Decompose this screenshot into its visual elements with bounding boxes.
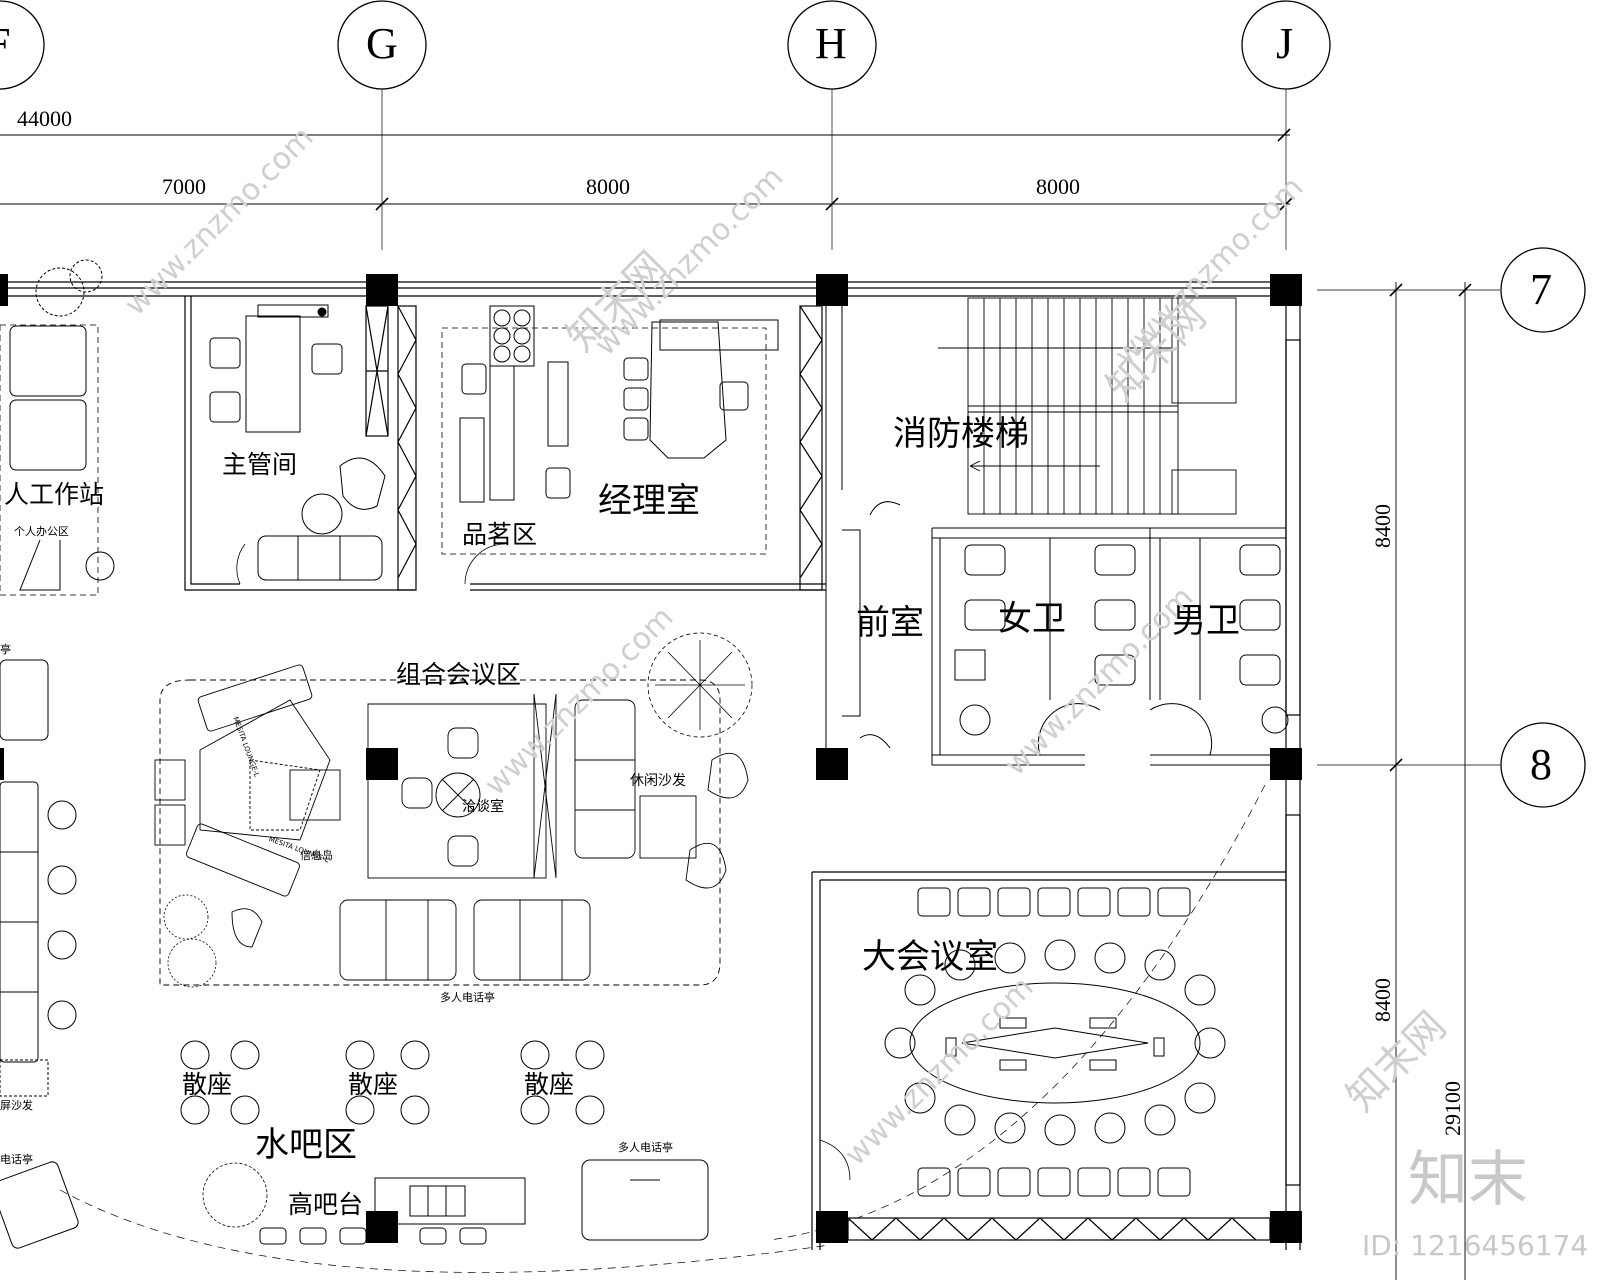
casual-seats [59, 784, 1266, 1273]
left-seating [0, 659, 79, 1249]
label-water-bar: 水吧区 [255, 1125, 357, 1165]
dim-side-total: 29100 [1440, 1081, 1465, 1136]
label-private-office: 个人办公区 [14, 525, 69, 538]
label-anteroom: 前室 [856, 603, 924, 643]
dim-side-2: 8400 [1370, 978, 1395, 1022]
dim-bay-2: 8000 [586, 174, 630, 199]
label-negotiation-room: 洽谈室 [462, 799, 504, 815]
fire-stair [938, 297, 1237, 515]
label-supervisor-room: 主管间 [222, 450, 298, 479]
label-mens-wc: 男卫 [1172, 601, 1240, 641]
grid-axis-8: 8 [1530, 740, 1552, 789]
office-partitions [184, 296, 826, 591]
watermark-id: ID: 1216456174 [1362, 1229, 1589, 1262]
label-casual-seat-3: 散座 [524, 1070, 575, 1099]
label-womens-wc: 女卫 [998, 599, 1066, 639]
label-phone-booth-partial-2: 电话亭 [0, 1153, 33, 1166]
grid-axis-7: 7 [1530, 265, 1552, 314]
label-high-bar: 高吧台 [288, 1190, 364, 1219]
grid-bubbles [0, 0, 1586, 808]
columns [0, 274, 1302, 1243]
meeting-room-walls [811, 871, 1286, 1250]
label-phone-booth-partial-1: 亭 [0, 643, 11, 656]
dimension-lines [0, 128, 1472, 1280]
label-combined-meeting: 组合会议区 [396, 660, 522, 689]
office-furniture [0, 259, 779, 596]
label-casual-seat-2: 散座 [348, 1070, 399, 1099]
trees [163, 632, 753, 1228]
meeting-table [884, 887, 1226, 1197]
label-info-island: 信息岛 [300, 849, 333, 862]
grid-axis-h: H [815, 19, 847, 68]
dim-side-1: 8400 [1370, 504, 1395, 548]
label-tea-area: 品茗区 [462, 520, 538, 549]
label-workstation: 人工作站 [4, 480, 105, 509]
label-big-meeting-room: 大会议室 [862, 937, 998, 977]
label-screen-sofa: 屏沙发 [0, 1099, 33, 1112]
label-leisure-sofa: 休闲沙发 [630, 773, 686, 789]
label-manager-office: 经理室 [598, 481, 700, 521]
watermark-logo: 知末 [1408, 1145, 1528, 1215]
grid-axis-f: F [0, 22, 10, 66]
dim-bay-3: 8000 [1036, 174, 1080, 199]
restroom-core [825, 296, 1289, 766]
dim-bay-1: 7000 [162, 174, 206, 199]
dim-overall-top: 44000 [17, 106, 72, 131]
label-casual-seat-1: 散座 [182, 1070, 233, 1099]
grid-axis-j: J [1276, 19, 1294, 68]
label-phone-booth-1: 多人电话亭 [440, 991, 495, 1004]
grid-lines [381, 89, 1500, 766]
label-fire-stair: 消防楼梯 [893, 414, 1029, 454]
combined-meeting-zone [154, 664, 749, 986]
grid-axis-g: G [366, 19, 398, 68]
label-phone-booth-2: 多人电话亭 [618, 1141, 673, 1154]
